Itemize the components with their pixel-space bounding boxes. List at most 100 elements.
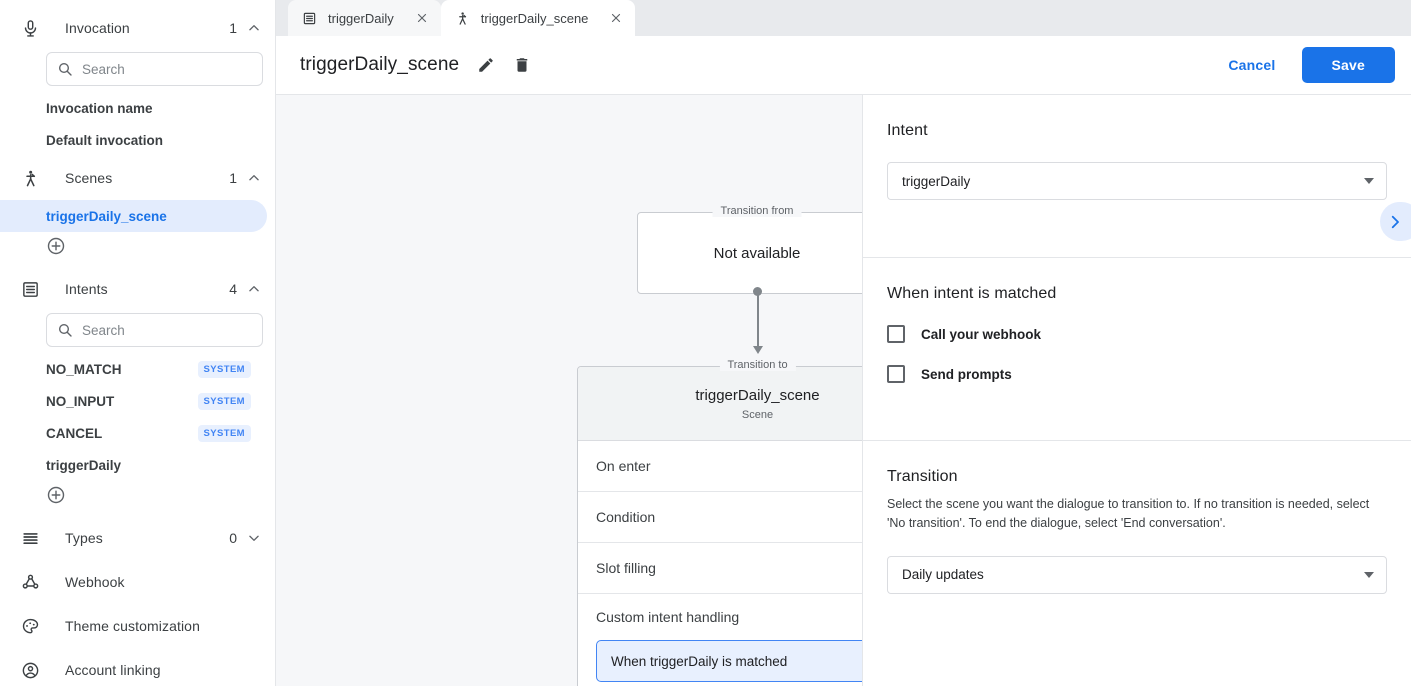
status-badge: SYSTEM [197,424,251,442]
sidebar-item-label: Webhook [65,574,125,590]
scene-node-subtitle: Scene [741,408,774,421]
checkbox-icon[interactable] [887,365,905,383]
left-sidebar: Invocation 1 Search Invocation name Defa… [0,0,276,686]
status-badge: SYSTEM [197,392,251,410]
sidebar-item-no-input[interactable]: NO_INPUT SYSTEM [0,385,267,417]
tab-label: triggerDaily [328,10,394,26]
scene-node-name: triggerDaily_scene [695,386,820,404]
sidebar-item-theme-customization[interactable]: Theme customization [0,604,275,648]
close-icon[interactable] [415,11,429,25]
intent-select[interactable]: triggerDaily [887,162,1387,200]
checkbox-icon[interactable] [887,325,905,343]
checkbox-label: Send prompts [921,366,1012,382]
cancel-button[interactable]: Cancel [1212,48,1291,82]
scene-row-label: Slot filling [596,560,656,576]
sidebar-item-invocation-name[interactable]: Invocation name [0,92,267,124]
add-scene-row [0,232,275,267]
intents-search-input[interactable]: Search [46,313,263,347]
trash-icon[interactable] [513,56,531,74]
tab-triggerdaily[interactable]: triggerDaily [288,0,441,36]
transition-from-legend: Transition from [712,205,802,217]
section-spacer [887,383,1387,413]
transition-select-value: Daily updates [902,567,984,583]
sidebar-item-label: triggerDaily_scene [46,208,167,224]
transition-from-node[interactable]: Transition from Not available [637,205,862,294]
intent-handler-chip[interactable]: When triggerDaily is matched [596,640,862,682]
scene-canvas[interactable]: Transition from Not available Transition… [276,95,862,686]
add-intent-row [0,481,275,516]
custom-intent-handler-block: When triggerDaily is matched [578,640,862,686]
sidebar-group-count: 0 [229,530,237,546]
search-icon [58,62,72,76]
when-matched-title: When intent is matched [887,285,1057,302]
sidebar-item-webhook[interactable]: Webhook [0,560,275,604]
sidebar-item-label: NO_MATCH [46,361,122,377]
sidebar-group-intents[interactable]: Intents 4 [0,267,275,311]
intent-tab-icon [302,11,317,26]
sidebar-group-count: 4 [229,281,237,297]
edge-vertical [757,291,759,348]
sidebar-item-triggerdaily[interactable]: triggerDaily [0,449,267,481]
checkbox-call-your-webhook[interactable]: Call your webhook [887,325,1387,343]
add-circle-icon[interactable] [46,486,66,509]
transition-section-title: Transition [887,468,958,485]
when-intent-matched-section: When intent is matched Call your webhook… [863,257,1411,413]
sidebar-group-scenes[interactable]: Scenes 1 [0,156,275,200]
page-title: triggerDaily_scene [300,54,460,75]
sidebar-item-label: CANCEL [46,425,103,441]
types-icon [18,529,42,548]
scene-tab-icon [455,11,470,26]
sidebar-item-no-match[interactable]: NO_MATCH SYSTEM [0,353,267,385]
scene-row-label: Condition [596,509,656,525]
invocation-search-wrap: Search [0,50,275,92]
sidebar-group-invocation[interactable]: Invocation 1 [0,6,275,50]
transition-section-description: Select the scene you want the dialogue t… [887,497,1370,531]
invocation-search-input[interactable]: Search [46,52,263,86]
sidebar-group-label: Scenes [65,170,113,186]
chevron-right-icon[interactable] [1380,202,1411,241]
sidebar-item-account-linking[interactable]: Account linking [0,648,275,686]
chevron-up-icon[interactable] [247,21,261,35]
scene-row-custom-intent-handling[interactable]: Custom intent handling + [578,594,862,640]
edge-arrow-down-icon [753,346,763,354]
webhook-icon [18,573,42,592]
checkbox-send-prompts[interactable]: Send prompts [887,365,1387,383]
transition-select[interactable]: Daily updates [887,555,1387,594]
sidebar-group-types[interactable]: Types 0 [0,516,275,560]
sidebar-item-label: triggerDaily [46,457,122,473]
transition-section: Transition Select the scene you want the… [863,440,1411,594]
sidebar-group-count: 1 [229,170,237,186]
scene-row-on-enter[interactable]: On enter + [578,441,862,492]
search-icon [58,323,72,337]
status-badge: SYSTEM [197,360,251,378]
sidebar-item-label: NO_INPUT [46,393,115,409]
sidebar-item-label: Theme customization [65,618,200,634]
sidebar-item-default-invocation[interactable]: Default invocation [0,124,267,156]
sidebar-item-triggerdaily-scene[interactable]: triggerDaily_scene [0,200,267,232]
chevron-down-icon[interactable] [247,531,261,545]
properties-panel: Intent triggerDaily When intent is match… [862,95,1411,686]
palette-icon [18,617,42,636]
chevron-up-icon[interactable] [247,171,261,185]
chevron-up-icon[interactable] [247,282,261,296]
checkbox-label: Call your webhook [921,326,1042,342]
add-circle-icon[interactable] [46,237,66,260]
scene-row-label: Custom intent handling [596,609,740,625]
scene-row-slot-filling[interactable]: Slot filling + [578,543,862,594]
sidebar-item-cancel[interactable]: CANCEL SYSTEM [0,417,267,449]
microphone-icon [18,19,42,38]
chevron-down-icon [1364,571,1374,578]
scene-node-header: triggerDaily_scene Scene [578,367,862,441]
tab-triggerdaily-scene[interactable]: triggerDaily_scene [440,0,636,36]
pencil-icon[interactable] [477,56,495,74]
invocation-search-placeholder: Search [82,61,125,77]
body-row: Transition from Not available Transition… [276,95,1411,686]
tab-bar: triggerDaily triggerDaily_scene [276,0,1411,36]
close-icon[interactable] [609,11,623,25]
scene-row-condition[interactable]: Condition + [578,492,862,543]
sidebar-group-label: Types [65,530,103,546]
transition-to-legend: Transition to [719,359,796,371]
scene-node[interactable]: Transition to triggerDaily_scene Scene O… [577,359,862,686]
save-button[interactable]: Save [1301,47,1395,83]
main-area: triggerDaily triggerDaily_scene [276,0,1411,686]
